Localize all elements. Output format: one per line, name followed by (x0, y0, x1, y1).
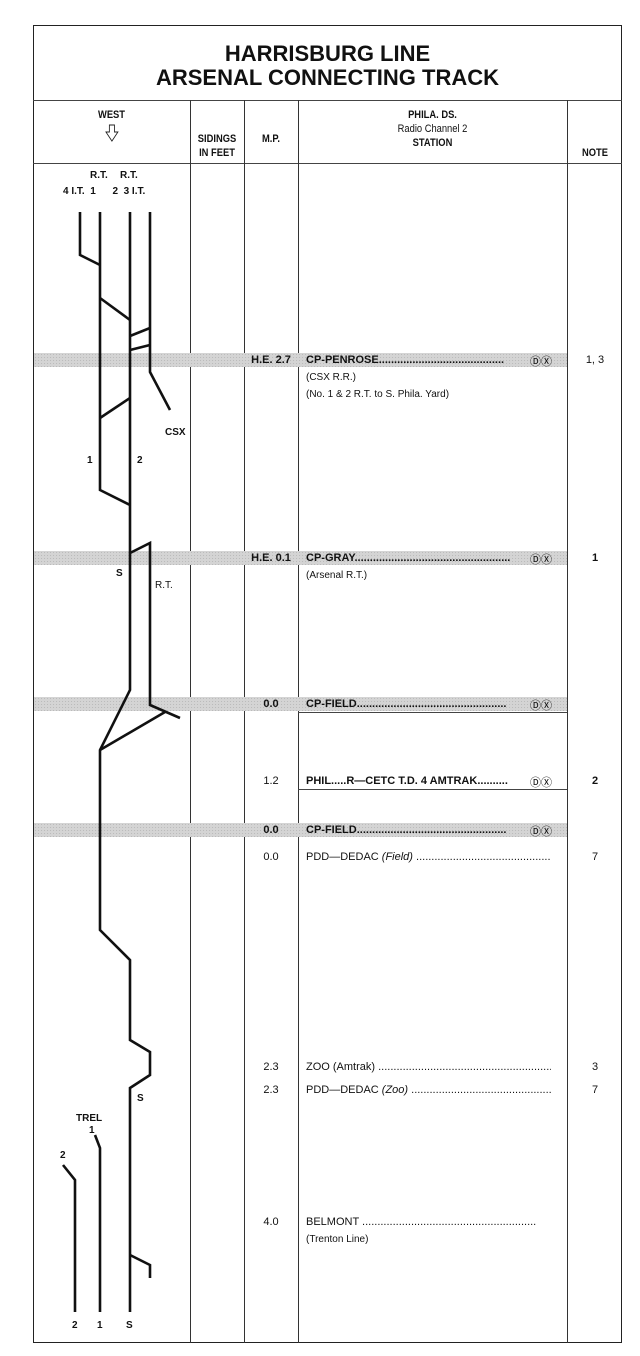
track-2-label: 2 (72, 1320, 78, 1331)
s-label: S (137, 1093, 144, 1104)
station-name: BELMONT (306, 1216, 359, 1228)
milepost: 0.0 (263, 698, 279, 710)
control-point-band (34, 353, 567, 367)
trel-label: TREL (76, 1113, 103, 1124)
column-divider (567, 100, 568, 1343)
control-point-band (34, 823, 567, 837)
dispatcher-label: PHILA. DS. (408, 109, 457, 121)
milepost: 0.0 (263, 851, 279, 863)
note-ref: 7 (591, 1084, 599, 1096)
s-label: S (126, 1320, 133, 1331)
column-divider (190, 100, 191, 1343)
divider (33, 163, 622, 164)
control-point-band (34, 551, 567, 565)
page-title: HARRISBURG LINE ARSENAL CONNECTING TRACK (33, 42, 622, 90)
sidings-label: SIDINGS (197, 133, 237, 145)
station-name: CP-FIELD (306, 698, 357, 710)
signal-symbols-icon: ⒹⓍ (530, 777, 552, 789)
title-line-1: HARRISBURG LINE (224, 41, 431, 66)
note-header: NOTE (582, 147, 608, 159)
column-divider (244, 100, 245, 1343)
station-row: PHIL.....R—CETC T.D. 4 AMTRAK.......... (306, 775, 508, 787)
divider (298, 712, 567, 713)
station-name: CP-PENROSE (306, 354, 379, 366)
station-header: PHILA. DS. Radio Channel 2 STATION (318, 108, 547, 150)
rt-label: R.T. (90, 170, 108, 181)
divider (298, 789, 567, 790)
title-line-2: ARSENAL CONNECTING TRACK (155, 65, 500, 90)
station-name: PDD—DEDAC (306, 1084, 379, 1096)
milepost: 2.3 (263, 1061, 279, 1073)
csx-label: CSX (165, 427, 186, 438)
station-subtitle: (Trenton Line) (306, 1234, 369, 1245)
note-ref: 2 (591, 775, 599, 787)
note-ref: 1, 3 (585, 354, 605, 366)
station-subtitle: (No. 1 & 2 R.T. to S. Phila. Yard) (306, 389, 450, 400)
station-label: STATION (412, 137, 453, 149)
station-row: CP-FIELD................................… (306, 824, 507, 836)
milepost: 4.0 (263, 1216, 279, 1228)
column-divider (298, 100, 299, 1343)
milepost: 1.2 (263, 775, 279, 787)
sidings-header: SIDINGS IN FEET (194, 132, 240, 160)
station-row: PDD—DEDAC (Field) ......................… (306, 851, 551, 863)
station-row: ZOO (Amtrak) ...........................… (306, 1061, 551, 1073)
timetable-frame (33, 25, 622, 1343)
station-row: BELMONT ................................… (306, 1216, 537, 1228)
station-row: CP-FIELD................................… (306, 698, 507, 710)
mp-header: M.P. (261, 133, 281, 145)
track-numbers-top: 4 I.T. 1 2 3 I.T. (63, 186, 146, 197)
note-ref: 1 (591, 552, 599, 564)
signal-symbols-icon: ⒹⓍ (530, 554, 552, 566)
sidings-unit: IN FEET (199, 147, 235, 159)
milepost: 2.3 (263, 1084, 279, 1096)
milepost: 0.0 (263, 824, 279, 836)
rt-label: R.T. (120, 170, 138, 181)
signal-symbols-icon: ⒹⓍ (530, 700, 552, 712)
note-ref: 7 (591, 851, 599, 863)
track-2-label: 2 (60, 1150, 66, 1161)
milepost: H.E. 0.1 (251, 552, 291, 564)
milepost: H.E. 2.7 (251, 354, 291, 366)
station-row: CP-PENROSE..............................… (306, 354, 505, 366)
track-1-label: 1 (89, 1125, 95, 1136)
direction-label: WEST (97, 109, 126, 121)
down-arrow-icon (104, 124, 119, 142)
rt-label: R.T. (155, 580, 173, 591)
s-label: S (116, 568, 123, 579)
track-1-label: 1 (87, 455, 93, 466)
station-location: (Field) (381, 851, 413, 863)
station-name: ZOO (Amtrak) (306, 1061, 376, 1073)
station-name: CP-FIELD (306, 824, 357, 836)
station-row: CP-GRAY.................................… (306, 552, 511, 564)
station-name: PHIL.....R—CETC T.D. 4 AMTRAK (306, 775, 478, 787)
station-name: CP-GRAY (306, 552, 355, 564)
station-location: (Zoo) (381, 1084, 409, 1096)
signal-symbols-icon: ⒹⓍ (530, 356, 552, 368)
station-subtitle: (Arsenal R.T.) (306, 570, 368, 581)
track-1-label: 1 (97, 1320, 103, 1331)
track-2-label: 2 (137, 455, 143, 466)
station-subtitle: (CSX R.R.) (306, 372, 356, 383)
radio-channel: Radio Channel 2 (397, 123, 468, 135)
divider (33, 100, 622, 101)
signal-symbols-icon: ⒹⓍ (530, 826, 552, 838)
control-point-band (34, 697, 567, 711)
station-row: PDD—DEDAC (Zoo) ........................… (306, 1084, 551, 1096)
station-name: PDD—DEDAC (306, 851, 379, 863)
note-ref: 3 (591, 1061, 599, 1073)
direction-header: WEST (45, 108, 178, 146)
